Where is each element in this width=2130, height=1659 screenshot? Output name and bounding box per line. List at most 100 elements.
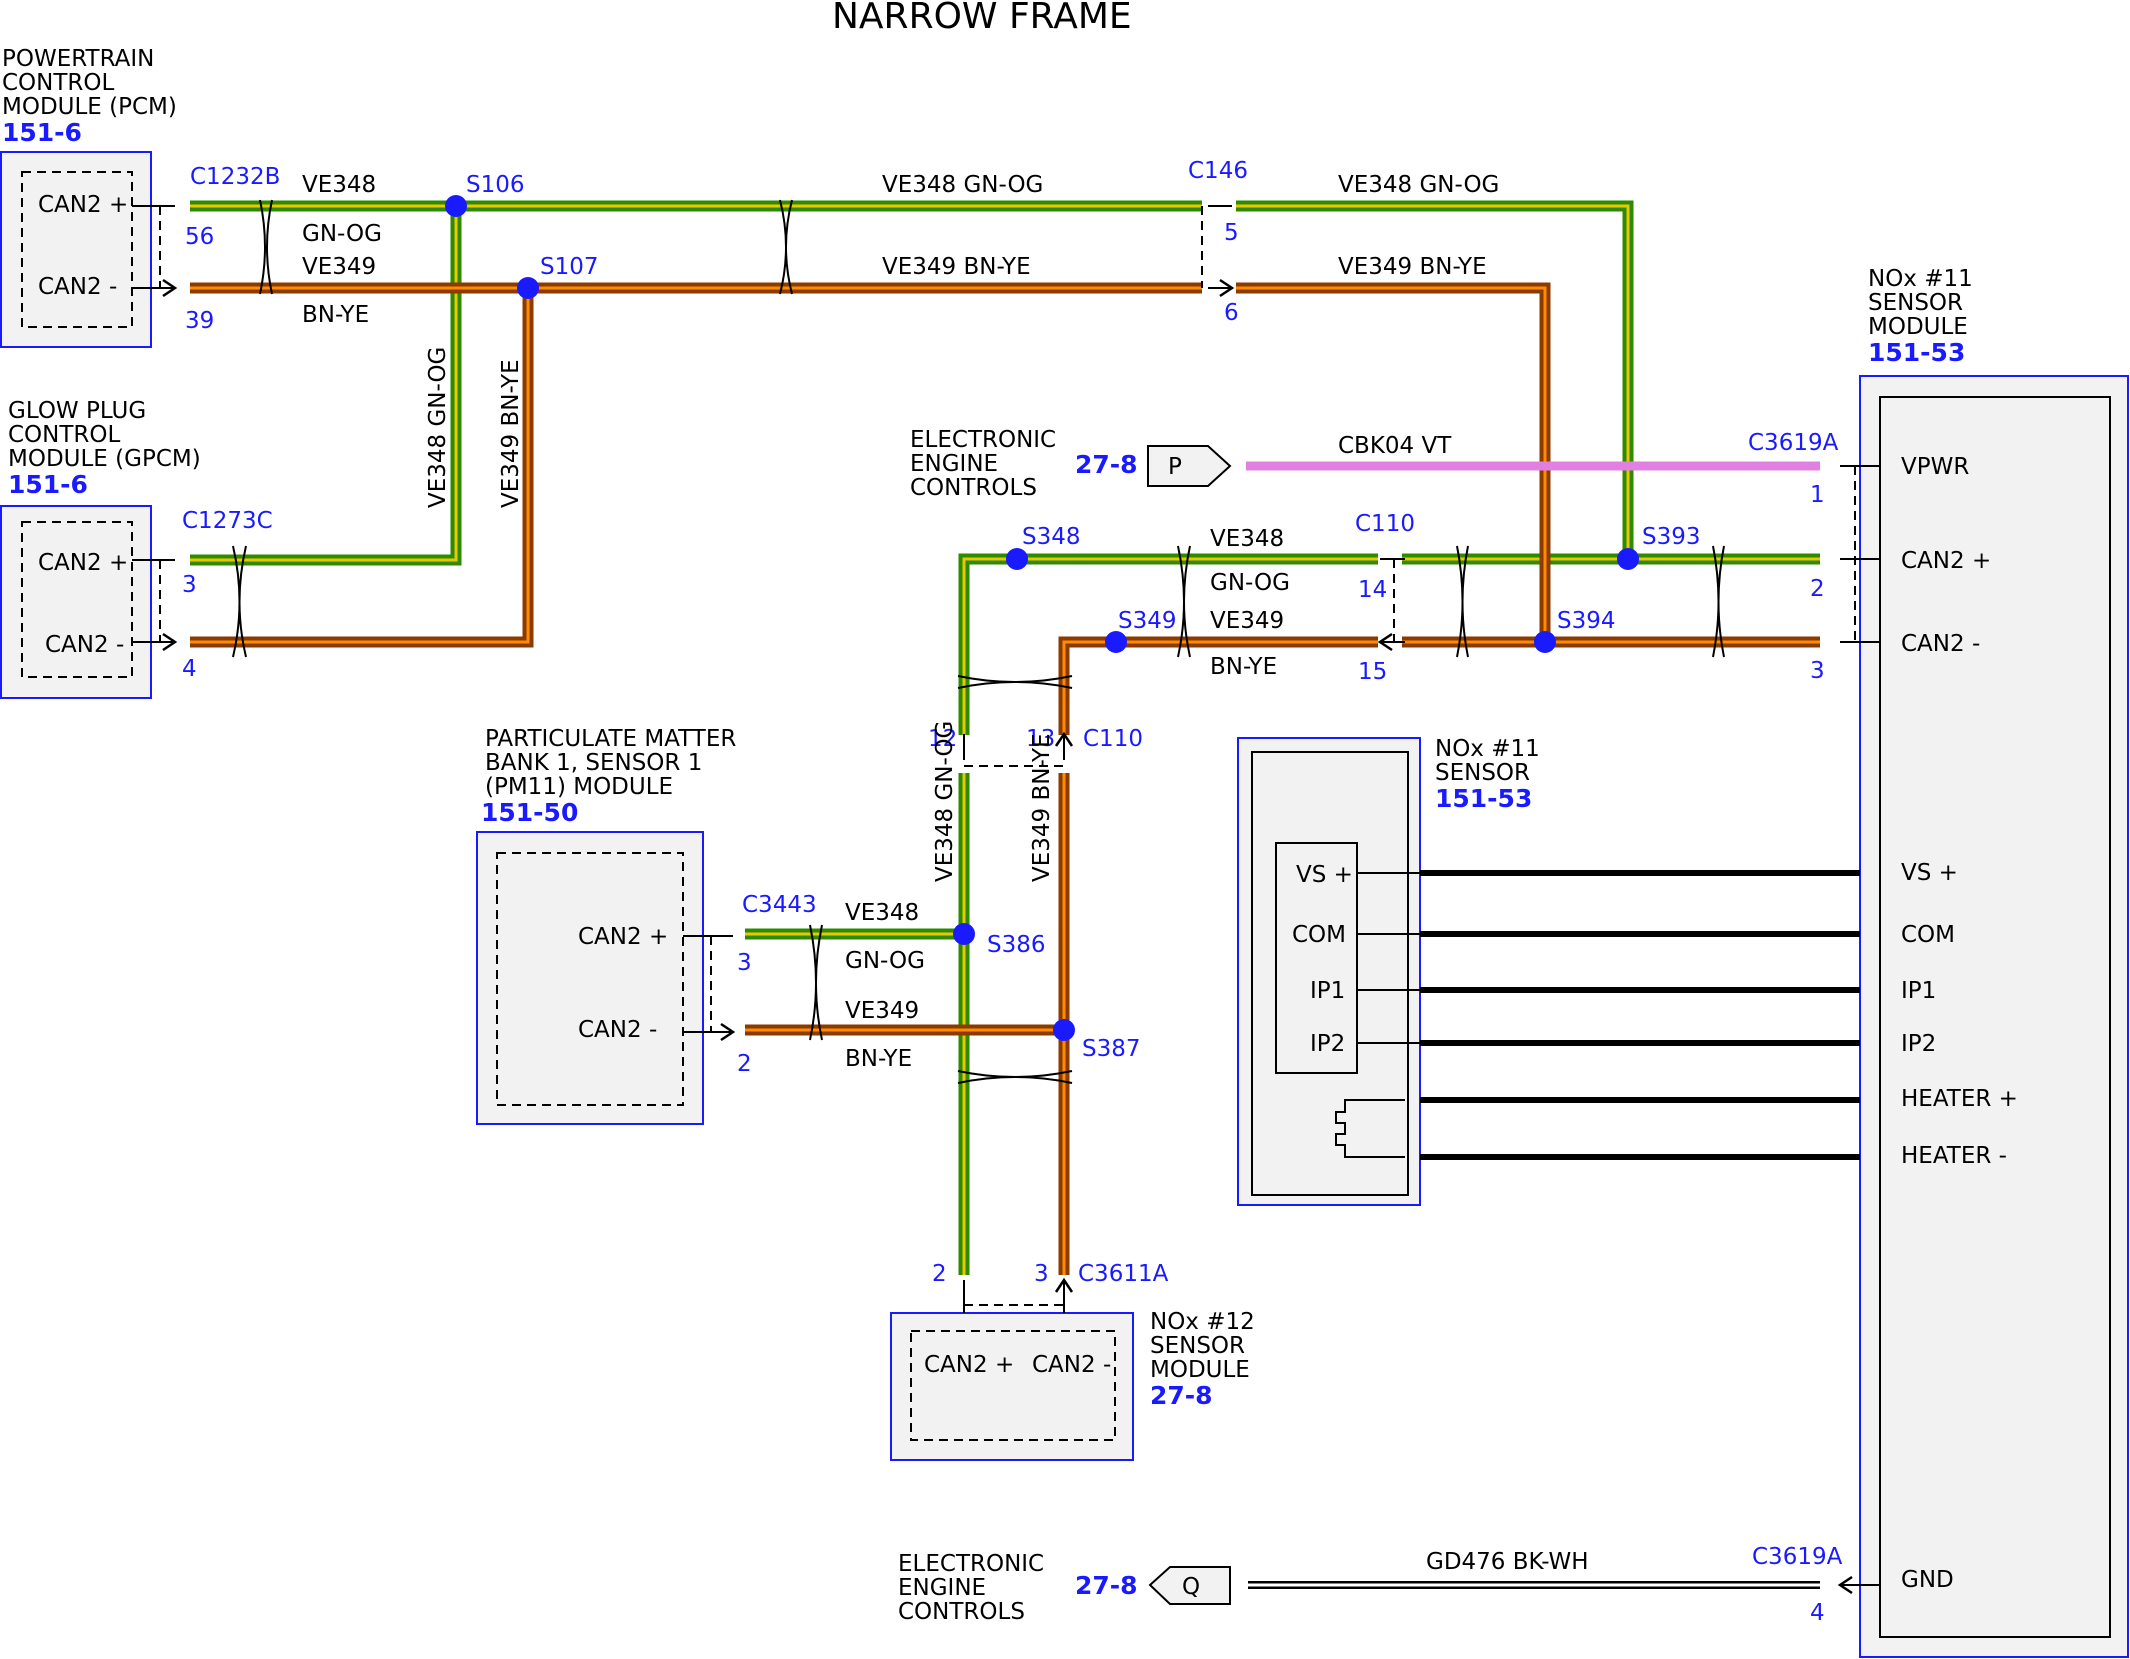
wire-label-ve349-pm: VE349 — [845, 998, 919, 1024]
eec-top-reference: ELECTRONIC ENGINE CONTROLS 27-8 P — [910, 427, 1232, 501]
gpcm-pin-can2-minus: CAN2 - — [45, 632, 124, 658]
nox11-pin-heater-plus: HEATER + — [1901, 1086, 2018, 1112]
c3443-name[interactable]: C3443 — [742, 892, 817, 918]
c1273c-name[interactable]: C1273C — [182, 508, 273, 534]
nox11-sensor: NOx #11 SENSOR 151-53 VS + COM IP1 IP2 — [1237, 736, 1540, 1206]
nox11-sensor-pin-ip2: IP2 — [1310, 1031, 1345, 1057]
nox11-module-label-2: SENSOR — [1868, 290, 1963, 316]
nox11-module: NOx #11 SENSOR MODULE 151-53 VPWR CAN2 +… — [1859, 266, 2129, 1658]
nox11-module-ref[interactable]: 151-53 — [1868, 338, 1965, 367]
splice-label-s387: S387 — [1082, 1036, 1141, 1062]
splice-s393 — [1617, 548, 1639, 570]
gpcm-ref[interactable]: 151-6 — [8, 470, 88, 499]
nox11-pin-gnd: GND — [1901, 1567, 1954, 1593]
nox11-pin-ip1: IP1 — [1901, 978, 1936, 1004]
c110-h-name[interactable]: C110 — [1355, 511, 1415, 537]
splice-label-s386: S386 — [987, 932, 1046, 958]
pm11-pin-can2-plus: CAN2 + — [578, 924, 668, 950]
nox11-sensor-leads — [1357, 872, 1420, 1044]
nox11-sensor-pin-ip1: IP1 — [1310, 978, 1345, 1004]
wire-label-ve348-gnog-vert: VE348 GN-OG — [425, 347, 451, 508]
splice-s106 — [445, 195, 467, 217]
wire-label-ve348-mid: VE348 GN-OG — [882, 172, 1043, 198]
eec-top-ref[interactable]: 27-8 — [1075, 450, 1138, 479]
nox11-pin-vpwr: VPWR — [1901, 454, 1969, 480]
wire-label-ve348-gnog-pm-vert: VE348 GN-OG — [932, 721, 958, 882]
pm11-inner — [496, 852, 684, 1106]
pm11-label-1: PARTICULATE MATTER — [485, 726, 736, 752]
splice-label-s394: S394 — [1557, 608, 1616, 634]
wire-label-gd476: GD476 BK-WH — [1426, 1549, 1589, 1575]
nox11-sensor-cell — [1275, 842, 1358, 1074]
heater-element-icon — [1335, 1099, 1405, 1158]
ve349-c146-to-s394-tracer — [1236, 286, 1547, 642]
connector-labels: C1232B 56 39 C1273C 3 4 C146 5 6 C3619A … — [182, 158, 1843, 1626]
nox12-module: NOx #12 SENSOR MODULE 27-8 CAN2 + CAN2 - — [890, 1309, 1255, 1461]
splice-labels: S106 S107 S348 S349 S393 S394 S386 S387 — [466, 172, 1701, 1062]
pm11-label-3: (PM11) MODULE — [485, 774, 673, 800]
eec-top-arrow-icon — [1147, 445, 1232, 487]
nox11-pin-com: COM — [1901, 922, 1955, 948]
c3619a-top-name[interactable]: C3619A — [1748, 430, 1839, 456]
pin-leads — [132, 205, 1880, 1585]
c1232b-name[interactable]: C1232B — [190, 164, 280, 190]
nox11-module-inner — [1879, 396, 2111, 1638]
wire-label-bnye-pcm: BN-YE — [302, 302, 369, 328]
c3611a-pin-3: 3 — [1034, 1261, 1049, 1287]
gpcm-label-3: MODULE (GPCM) — [8, 446, 201, 472]
c146-pin-5: 5 — [1224, 220, 1239, 246]
pcm-pin-can2-plus: CAN2 + — [38, 192, 128, 218]
nox12-label-1: NOx #12 — [1150, 1309, 1255, 1335]
wire-label-ve349-mid: VE349 BN-YE — [882, 254, 1031, 280]
splice-s349 — [1105, 631, 1127, 653]
c1273c-pin-3: 3 — [182, 572, 197, 598]
nox11-sensor-pin-vs-plus: VS + — [1296, 862, 1353, 888]
c3611a-name[interactable]: C3611A — [1078, 1261, 1169, 1287]
eec-bottom-tag: Q — [1182, 1574, 1200, 1600]
splice-label-s106: S106 — [466, 172, 525, 198]
nox11-sensor-pin-com: COM — [1292, 922, 1346, 948]
c146-name[interactable]: C146 — [1188, 158, 1248, 184]
wire-label-gnog-pm: GN-OG — [845, 948, 925, 974]
c3611a-pin-2: 2 — [932, 1261, 947, 1287]
splice-label-s348: S348 — [1022, 524, 1081, 550]
wire-label-ve348-pm: VE348 — [845, 900, 919, 926]
pcm-pin-can2-minus: CAN2 - — [38, 274, 117, 300]
gpcm-label-1: GLOW PLUG — [8, 398, 146, 424]
pm11-ref[interactable]: 151-50 — [481, 798, 578, 827]
wire-labels: VE348 GN-OG VE349 BN-YE VE348 GN-OG VE34… — [302, 172, 1589, 1575]
nox12-label-3: MODULE — [1150, 1357, 1250, 1383]
c1232b-pin-39: 39 — [185, 308, 214, 334]
page-title: NARROW FRAME — [832, 0, 1132, 37]
wire-label-ve349-c110: VE349 — [1210, 608, 1284, 634]
pm11-module: PARTICULATE MATTER BANK 1, SENSOR 1 (PM1… — [476, 726, 736, 1125]
c3443-pin-2: 2 — [737, 1051, 752, 1077]
eec-top-label-2: ENGINE — [910, 451, 998, 477]
nox12-box — [890, 1312, 1134, 1461]
splice-label-s349: S349 — [1118, 608, 1177, 634]
splice-s107 — [517, 277, 539, 299]
eec-bottom-ref[interactable]: 27-8 — [1075, 1571, 1138, 1600]
c110-pin-12: 12 — [928, 726, 957, 752]
eec-bottom-label-2: ENGINE — [898, 1575, 986, 1601]
wire-label-cbk04: CBK04 VT — [1338, 433, 1452, 459]
nox12-ref[interactable]: 27-8 — [1150, 1381, 1213, 1410]
splice-label-s393: S393 — [1642, 524, 1701, 550]
c110-pin-14: 14 — [1358, 577, 1387, 603]
eec-bottom-reference: ELECTRONIC ENGINE CONTROLS 27-8 Q — [898, 1551, 1231, 1625]
gpcm-pin-can2-plus: CAN2 + — [38, 550, 128, 576]
nox11-module-label-3: MODULE — [1868, 314, 1968, 340]
c3619a-bottom-name[interactable]: C3619A — [1752, 1544, 1843, 1570]
wire-label-ve348-c110: VE348 — [1210, 526, 1284, 552]
pcm-ref[interactable]: 151-6 — [2, 118, 82, 147]
gpcm-module: GLOW PLUG CONTROL MODULE (GPCM) 151-6 CA… — [0, 398, 201, 699]
splice-label-s107: S107 — [540, 254, 599, 280]
c110-v-name[interactable]: C110 — [1083, 726, 1143, 752]
wire-label-gnog-pcm: GN-OG — [302, 221, 382, 247]
wire-label-ve349-bnye-pm-vert: VE349 BN-YE — [1029, 733, 1055, 882]
pcm-box — [0, 151, 152, 348]
splice-s386 — [953, 923, 975, 945]
pm11-box — [476, 831, 704, 1125]
nox11-sensor-ref[interactable]: 151-53 — [1435, 784, 1532, 813]
nox11-sensor-label-1: NOx #11 — [1435, 736, 1540, 762]
